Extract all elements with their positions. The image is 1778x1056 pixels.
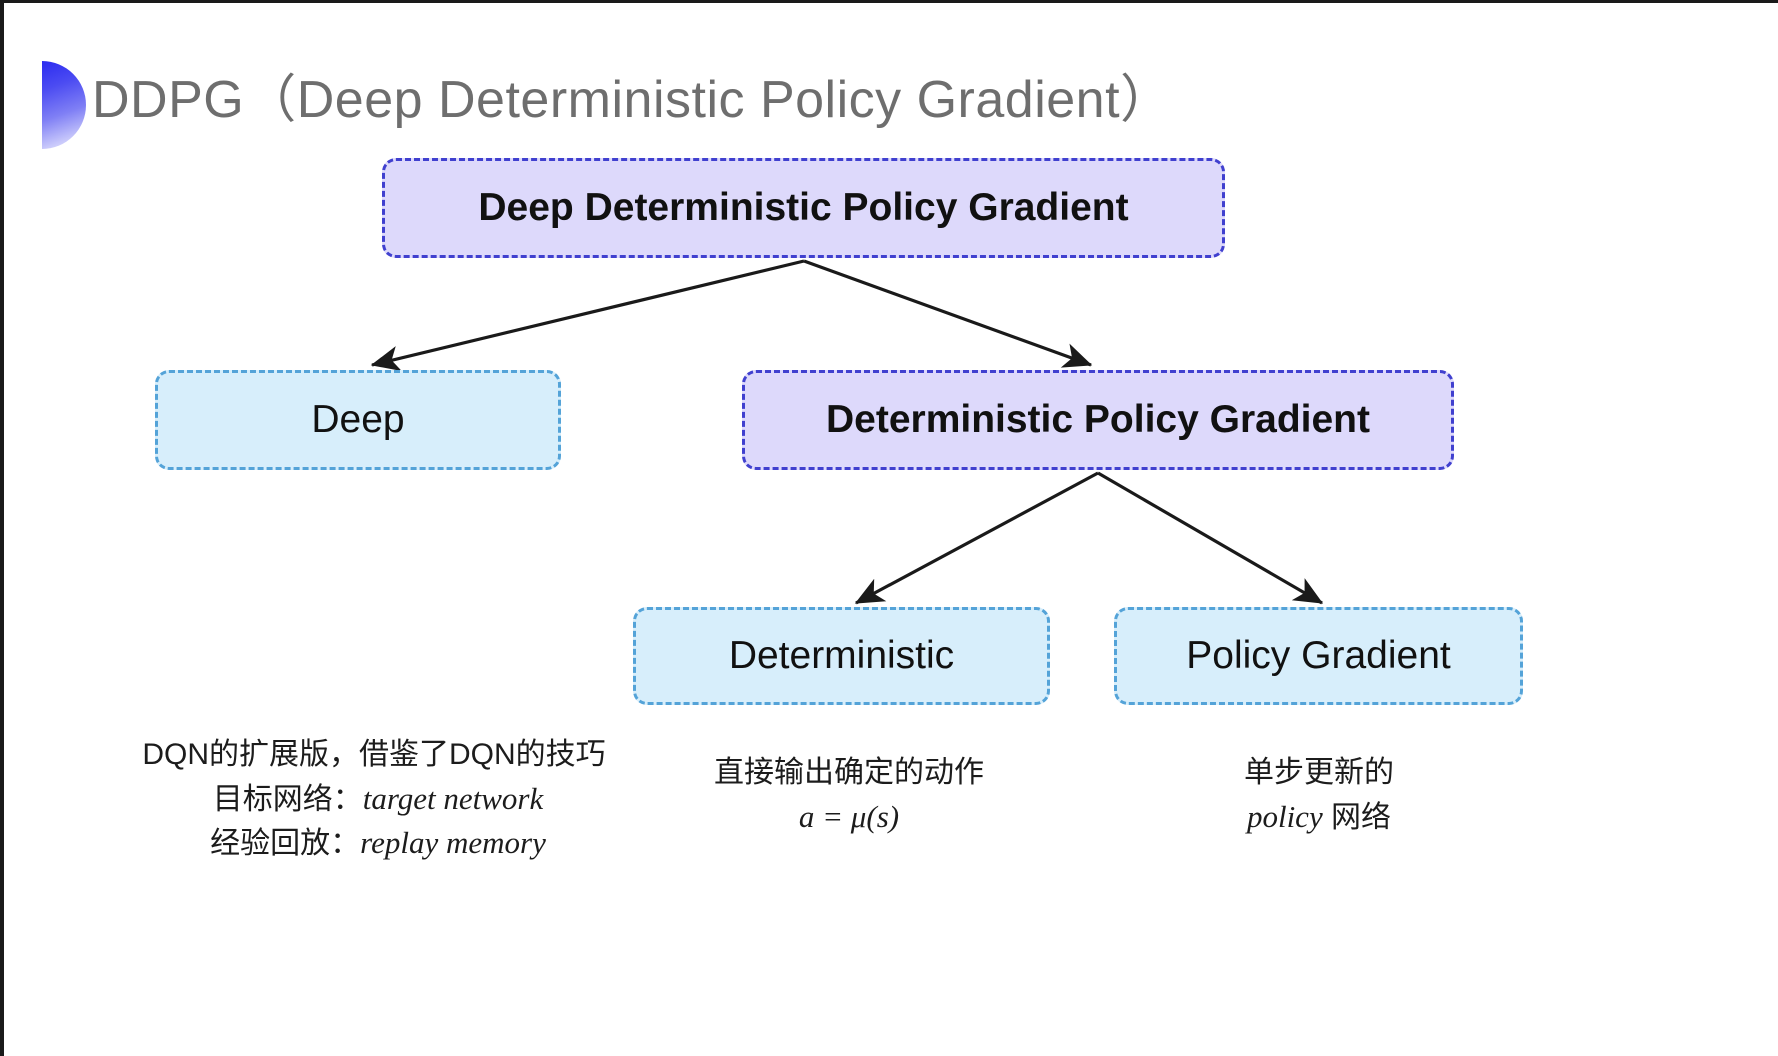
caption-deep: DQN的扩展版，借鉴了DQN的技巧 目标网络：target network 经验… — [114, 733, 634, 866]
caption-policy-gradient-term: policy — [1246, 798, 1323, 834]
caption-policy-gradient: 单步更新的 policy 网络 — [1159, 751, 1479, 839]
page-title: DDPG（Deep Deterministic Policy Gradient） — [92, 71, 1173, 129]
caption-policy-gradient-line2: policy 网络 — [1159, 795, 1479, 840]
caption-deep-line1: DQN的扩展版，借鉴了DQN的技巧 — [142, 738, 606, 771]
caption-deep-line3-label: 经验回放： — [210, 827, 361, 861]
caption-deep-line3-term: replay memory — [360, 825, 546, 861]
caption-deterministic-line1: 直接输出确定的动作 — [714, 756, 984, 789]
node-deep-deterministic-policy-gradient[interactable]: Deep Deterministic Policy Gradient — [382, 158, 1225, 258]
caption-policy-gradient-suffix: 网络 — [1322, 800, 1392, 834]
half-circle-decor-icon — [42, 61, 86, 149]
edge-dpg-to-deterministic — [854, 471, 1099, 605]
node-policy-gradient[interactable]: Policy Gradient — [1114, 607, 1523, 705]
edge-root-to-deep — [370, 259, 805, 372]
caption-policy-gradient-line1: 单步更新的 — [1244, 756, 1394, 789]
node-deterministic-policy-gradient[interactable]: Deterministic Policy Gradient — [742, 370, 1454, 470]
edge-dpg-to-policy-gradient — [1097, 471, 1324, 605]
edge-root-to-dpg — [803, 259, 1093, 368]
node-deep[interactable]: Deep — [155, 370, 561, 470]
caption-deep-line2-term: target network — [362, 780, 544, 816]
caption-deterministic: 直接输出确定的动作 a = μ(s) — [684, 751, 1014, 839]
caption-deep-line2: 目标网络：target network — [114, 777, 634, 822]
caption-deterministic-formula: a = μ(s) — [798, 798, 900, 834]
caption-deep-line3: 经验回放：replay memory — [114, 821, 634, 866]
caption-deep-line2-label: 目标网络： — [212, 782, 363, 816]
node-deterministic[interactable]: Deterministic — [633, 607, 1050, 705]
